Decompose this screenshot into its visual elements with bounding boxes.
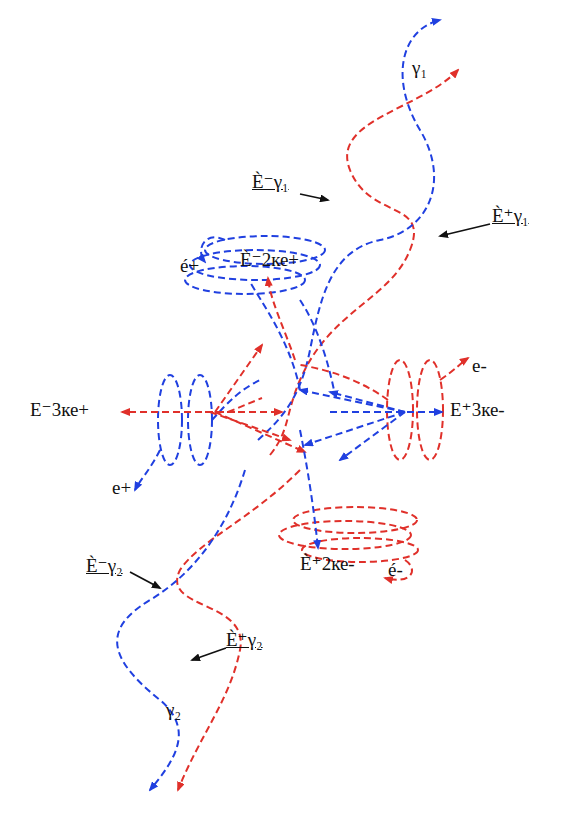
particle-label: E⁻3ке+ [30, 400, 89, 421]
particle-label: È⁺γ₁ [492, 206, 529, 227]
particle-label: È⁺γ₂ [226, 630, 263, 651]
particle-label: È⁻γ₁ [252, 172, 289, 193]
particle-label: e+ [112, 478, 131, 499]
particle-label: γ₂ [166, 700, 181, 721]
particle-label: é+ [180, 256, 199, 277]
particle-label: e- [472, 356, 487, 377]
particle-label: È⁻γ₂ [86, 556, 123, 577]
particle-label: È⁻2ке+ [240, 250, 299, 271]
particle-label: γ₁ [412, 58, 427, 79]
particle-label: È⁺2ке- [300, 554, 355, 575]
particle-label: é- [388, 560, 403, 581]
particle-label: E⁺3ке- [450, 400, 505, 421]
